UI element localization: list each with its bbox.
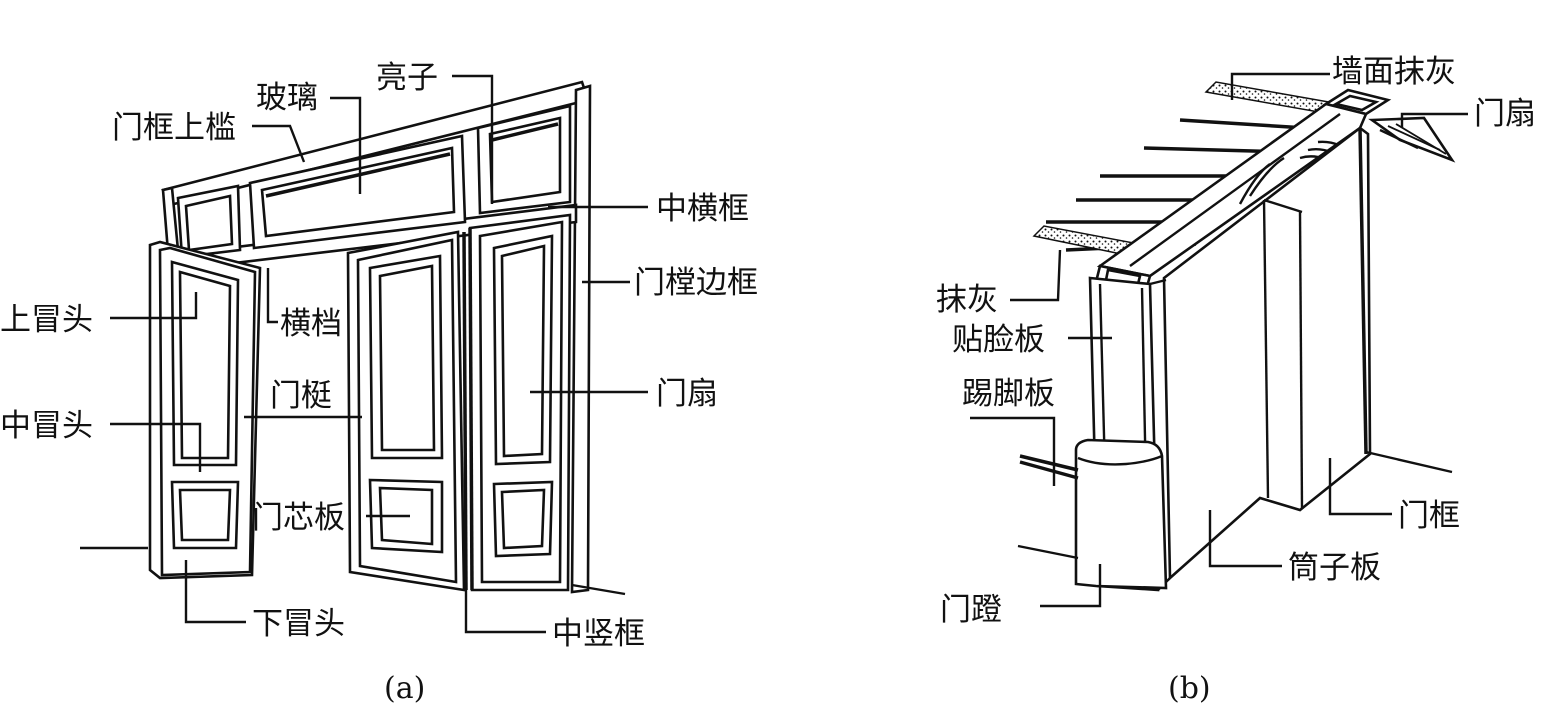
- label-menxinban: 门芯板: [252, 500, 345, 536]
- diagram-a: 亮子 玻璃 门框上槛 中横框 门樘边框 上冒头 横档 门梃 门扇 中冒头 门芯板…: [0, 60, 758, 706]
- door-frame-outline: [161, 80, 626, 596]
- label-menshan-a: 门扇: [656, 376, 718, 412]
- head-frame: [1094, 88, 1392, 292]
- label-mohui: 抹灰: [936, 282, 998, 318]
- diagram-b: 墙面抹灰 门扇 抹灰 贴脸板 踢脚板 门框 筒子板 门蹬 (b): [936, 54, 1536, 706]
- floor-line-left: [1017, 544, 1079, 560]
- left-door-leaf: [148, 240, 262, 580]
- middle-door-leaf: [346, 230, 466, 592]
- labels-a: 亮子 玻璃 门框上槛 中横框 门樘边框 上冒头 横档 门梃 门扇 中冒头 门芯板…: [0, 60, 758, 652]
- label-menkuang: 门框: [1398, 498, 1460, 534]
- caption-b: (b): [1168, 671, 1211, 706]
- leaders-a: [80, 74, 648, 634]
- label-shang-maotou: 上冒头: [0, 302, 93, 338]
- jamb-lining: [1162, 126, 1453, 581]
- label-menchen-biankuang: 门樘边框: [634, 265, 758, 301]
- label-menkuang-shangjian: 门框上槛: [112, 110, 236, 146]
- label-xia-maotou: 下冒头: [252, 606, 345, 642]
- transom-lights: [176, 104, 572, 259]
- label-zhong-shukuang: 中竖框: [552, 616, 645, 652]
- label-liangzi: 亮子: [376, 60, 438, 96]
- door-leaf-top: [1368, 116, 1456, 163]
- label-tijiaoban: 踢脚板: [962, 376, 1055, 412]
- center-mullion-edge: [468, 227, 474, 591]
- label-tielianban: 贴脸板: [952, 322, 1045, 358]
- label-mentng: 门梃: [270, 378, 332, 414]
- labels-b: 墙面抹灰 门扇 抹灰 贴脸板 踢脚板 门框 筒子板 门蹬: [936, 54, 1536, 628]
- label-mendeng: 门蹬: [940, 592, 1002, 628]
- label-boli: 玻璃: [256, 80, 318, 116]
- label-tongziban: 筒子板: [1288, 550, 1381, 586]
- label-qiangmian-mohui: 墙面抹灰: [1332, 54, 1456, 90]
- label-zhong-maotou: 中冒头: [0, 408, 93, 444]
- caption-a: (a): [384, 671, 425, 706]
- label-menshan-b: 门扇: [1474, 96, 1536, 132]
- skirting-line-1: [1019, 454, 1079, 472]
- right-door-leaf: [468, 213, 572, 592]
- center-mullion: [462, 231, 468, 591]
- skirting-line-2: [1019, 460, 1079, 480]
- plinth-block: [1074, 438, 1168, 590]
- leaders-b: [970, 72, 1468, 608]
- label-hengdang: 横档: [280, 306, 342, 342]
- label-zhong-hengkuang: 中横框: [656, 191, 749, 227]
